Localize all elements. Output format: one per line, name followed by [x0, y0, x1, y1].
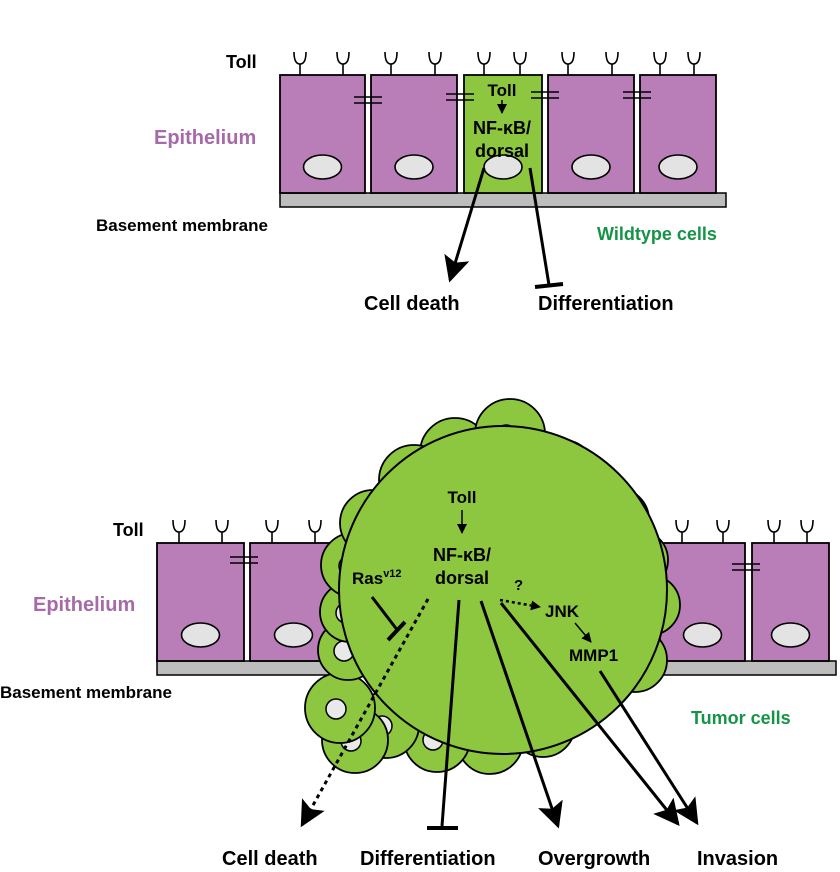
nfkb-to-jnk-dotted: [499, 598, 541, 611]
cell-junction-icon: [354, 96, 382, 104]
receptor-icon: [215, 519, 229, 543]
bottom-outcome-overgrowth: Overgrowth: [538, 848, 650, 870]
receptor-icon: [800, 519, 814, 543]
receptor-icon: [265, 519, 279, 543]
top-toll-label: Toll: [226, 52, 257, 72]
bottom-epithelial-cell-nucleus: [682, 622, 723, 648]
bottom-cells-label: Tumor cells: [691, 708, 791, 728]
tumor-dorsal: dorsal: [435, 568, 489, 588]
receptor-icon: [716, 519, 730, 543]
ras-superscript: v12: [383, 568, 401, 580]
top-outcome-cell-death: Cell death: [364, 293, 460, 315]
top-cell-toll: Toll: [488, 81, 517, 100]
tumor-nfkb: NF-κB/: [433, 545, 491, 565]
receptor-icon: [477, 51, 491, 75]
mmp1-label: MMP1: [569, 646, 618, 665]
receptor-icon: [767, 519, 781, 543]
top-epithelial-cell-nucleus: [302, 154, 343, 180]
jnk-label: JNK: [545, 602, 580, 621]
tumor-arrow-overgrowth: [479, 600, 563, 829]
bottom-membrane-label: Basement membrane: [0, 683, 172, 702]
top-panel: Toll Epithelium Basement membrane Wildty…: [96, 51, 727, 315]
receptor-icon: [384, 51, 398, 75]
tumor-small-cell: [304, 672, 376, 744]
jnk-to-mmp1-arrow: [574, 622, 592, 643]
receptor-icon: [172, 519, 186, 543]
top-basement-membrane: [279, 192, 727, 208]
top-cell-nfkb: NF-κB/: [473, 118, 531, 138]
question-mark: ?: [514, 577, 523, 594]
receptor-icon: [293, 51, 307, 75]
receptor-icon: [428, 51, 442, 75]
bottom-outcome-invasion: Invasion: [697, 848, 778, 870]
top-inhibit-bar: [534, 282, 564, 289]
tumor-arrow-invasion-2: [598, 670, 699, 826]
ras-label: Rasv12: [352, 568, 402, 588]
top-epithelium-label: Epithelium: [154, 127, 256, 149]
receptor-icon: [336, 51, 350, 75]
receptor-icon: [653, 51, 667, 75]
top-inhibit-differentiation: [528, 167, 551, 286]
receptor-icon: [561, 51, 575, 75]
bottom-outcome-differentiation: Differentiation: [360, 848, 496, 870]
cell-junction-icon: [732, 563, 760, 571]
cell-junction-icon: [623, 91, 651, 99]
cell-junction-icon: [446, 93, 474, 101]
bottom-panel: Toll NF-κB/ dorsal Rasv12 ? JNK MMP1 Tol…: [0, 398, 837, 870]
top-membrane-label: Basement membrane: [96, 216, 268, 235]
bottom-outcome-cell-death: Cell death: [222, 848, 318, 870]
ras-text: Ras: [352, 569, 383, 588]
tumor-inhibit-differentiation: [440, 599, 461, 827]
receptor-icon: [513, 51, 527, 75]
bottom-epithelial-cell-nucleus: [180, 622, 221, 648]
cell-junction-icon: [230, 556, 258, 564]
receptor-icon: [675, 519, 689, 543]
tumor-arrow-cell-death: [300, 598, 430, 828]
cell-junction-icon: [531, 91, 559, 99]
top-epithelial-cell-nucleus: [571, 154, 611, 180]
tumor-toll: Toll: [448, 488, 477, 507]
bottom-toll-label: Toll: [113, 520, 144, 540]
receptor-icon: [687, 51, 701, 75]
ras-inhibit-bar: [386, 620, 407, 642]
tumor-arrow-invasion-1: [499, 602, 680, 827]
bottom-epithelial-cell-nucleus: [770, 622, 811, 648]
top-outcome-differentiation: Differentiation: [538, 293, 674, 315]
bottom-epithelium-label: Epithelium: [33, 594, 135, 616]
top-green-cell-nucleus: [483, 154, 523, 180]
top-epithelial-cell-nucleus: [394, 154, 434, 180]
top-cells-label: Wildtype cells: [597, 224, 717, 244]
tumor-mass: [338, 425, 668, 755]
bottom-epithelial-cell-nucleus: [273, 622, 314, 648]
ras-inhibit-line: [370, 596, 400, 632]
top-arrow-cell-death: [444, 167, 486, 283]
receptor-icon: [308, 519, 322, 543]
receptor-icon: [605, 51, 619, 75]
bottom-basement-membrane-right: [639, 660, 837, 676]
top-cell-dorsal: dorsal: [475, 141, 529, 161]
top-epithelial-cell-nucleus: [658, 154, 698, 180]
